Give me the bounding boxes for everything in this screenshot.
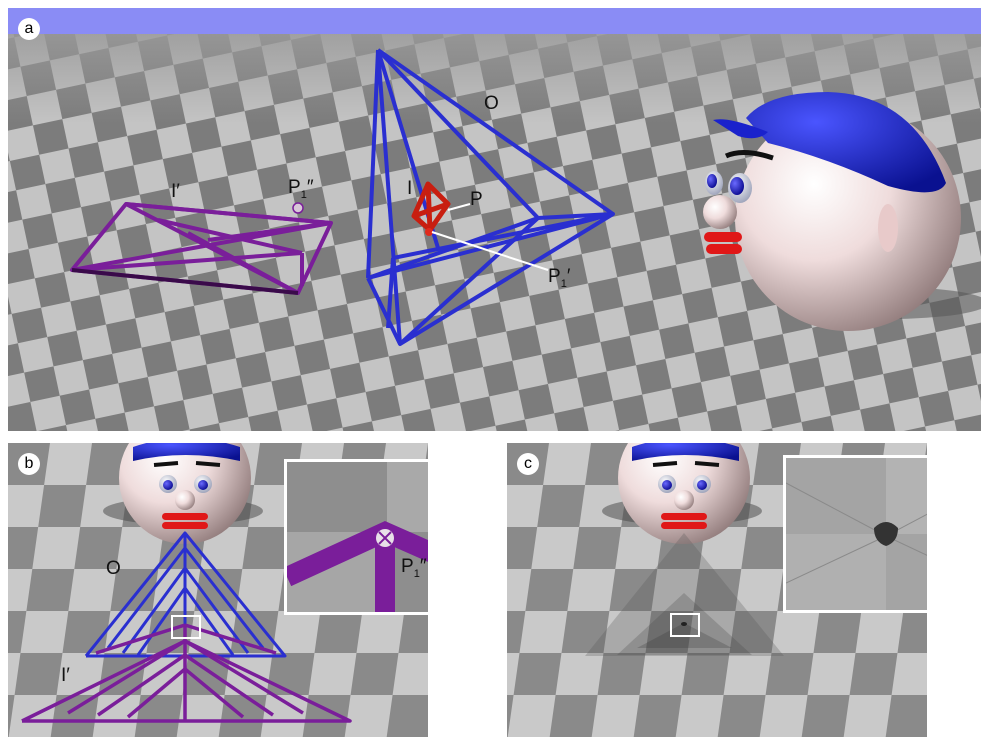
panel-b-badge: b xyxy=(18,453,40,475)
label-i-prime-b: I′ xyxy=(61,665,70,686)
panel-b: b O I′ P1″ xyxy=(8,443,428,737)
label-p: P xyxy=(470,189,483,210)
label-p1-double-prime-base: P xyxy=(288,177,301,198)
scene-a xyxy=(8,8,981,431)
label-o: O xyxy=(484,93,499,114)
inset-c xyxy=(783,455,927,613)
label-p1-double-prime-b-mark: ″ xyxy=(419,556,427,577)
point-c xyxy=(681,622,687,626)
pyramid-o-b xyxy=(84,531,287,658)
label-i: I xyxy=(407,178,413,199)
label-p1-prime: P1′ xyxy=(548,266,570,290)
pointer-p xyxy=(447,203,471,211)
label-p1-double-prime-mark: ″ xyxy=(306,177,314,198)
label-p1-prime-sub: 1 xyxy=(560,277,567,290)
label-i-prime: I′ xyxy=(171,181,180,202)
label-p1-double-prime: P1″ xyxy=(288,177,314,201)
point-p xyxy=(425,228,433,236)
zoom-marker-c xyxy=(670,613,700,637)
panel-c-badge: c xyxy=(517,453,539,475)
pyramid-i-prime-b xyxy=(21,623,352,723)
inset-c-scene xyxy=(786,458,927,610)
point-p1-double-prime xyxy=(292,202,304,214)
label-p1-prime-base: P xyxy=(548,266,561,287)
label-p1-double-prime-b-sub: 1 xyxy=(413,567,420,580)
pyramid-o xyxy=(366,48,615,346)
panel-a: a O I P I′ P1″ P1′ xyxy=(8,8,981,431)
zoom-marker-b xyxy=(171,615,201,639)
head-figure-b xyxy=(103,443,263,544)
label-p1-prime-mark: ′ xyxy=(566,266,571,287)
panel-a-badge: a xyxy=(18,18,40,40)
label-p1-double-prime-b-base: P xyxy=(401,556,414,577)
label-o-b: O xyxy=(106,558,121,579)
sky xyxy=(8,8,981,34)
pyramid-i-prime xyxy=(70,202,333,295)
inset-b-scene xyxy=(287,462,428,612)
panel-c: c xyxy=(507,443,927,737)
pointer-p1-prime xyxy=(431,231,549,271)
head-figure xyxy=(703,92,981,331)
head-figure-c xyxy=(602,443,762,544)
inset-b xyxy=(284,459,428,615)
label-p1-double-prime-b: P1″ xyxy=(401,556,427,580)
label-p1-double-prime-sub: 1 xyxy=(300,188,307,201)
